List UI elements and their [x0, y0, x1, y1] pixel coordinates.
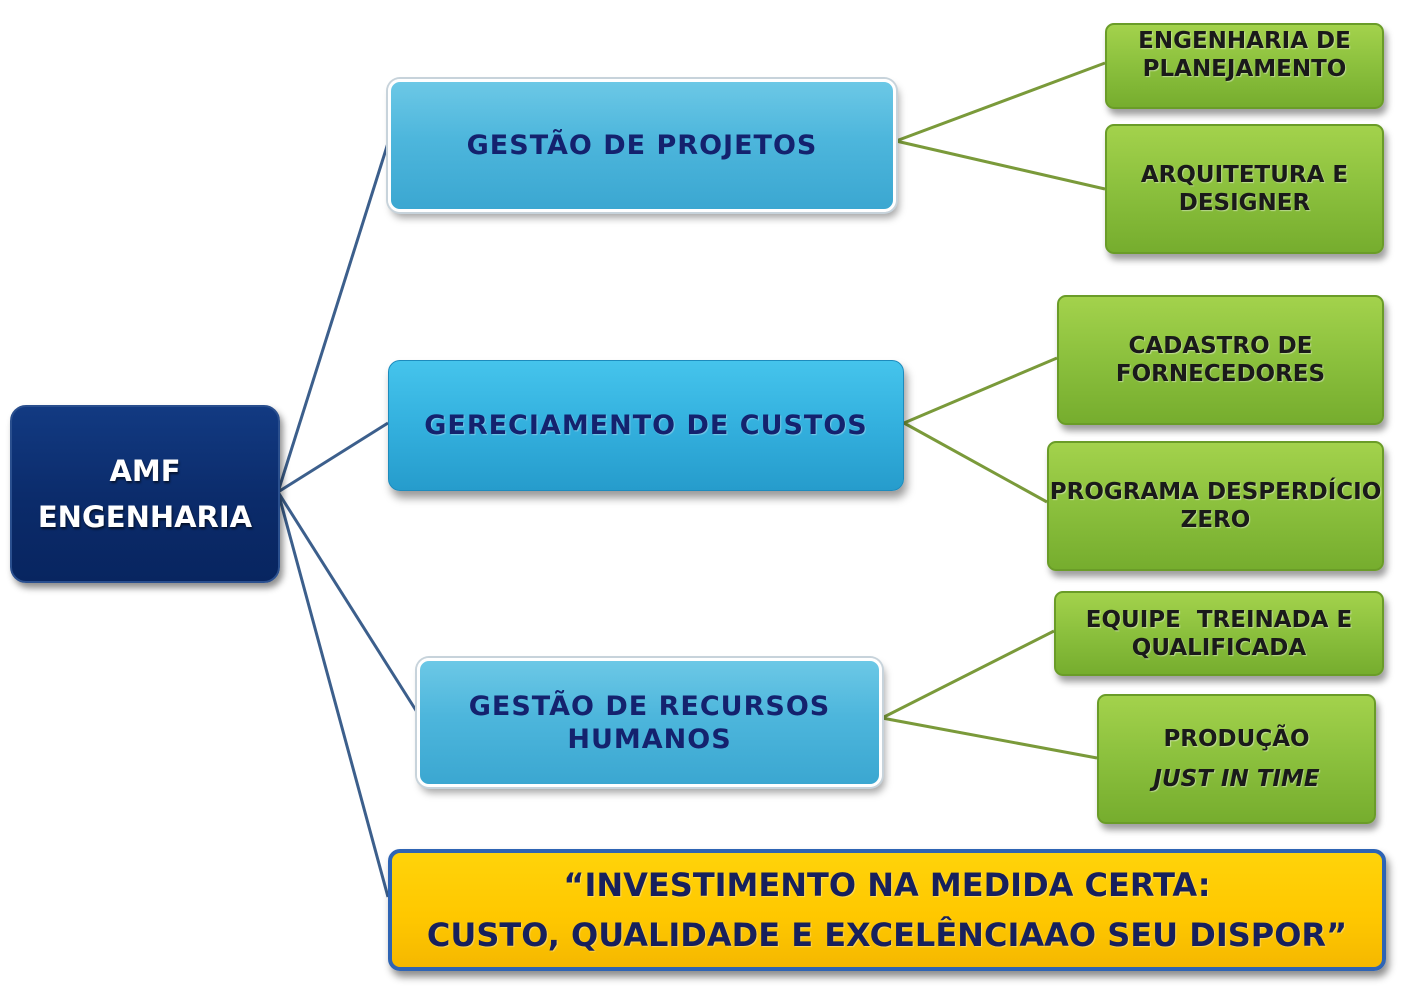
leaf-producao-line1: PRODUÇÃO [1163, 726, 1310, 752]
root-node-line1: AMF [109, 454, 181, 488]
leaf-equipe-line2: QUALIFICADA [1131, 634, 1307, 661]
connector-rh-equipe [881, 629, 1055, 720]
leaf-equipe-treinada-e-qualificada: EQUIPE TREINADA E QUALIFICADA [1054, 591, 1384, 676]
motto-line1: “INVESTIMENTO NA MEDIDA CERTA: [563, 866, 1211, 904]
motto-banner: “INVESTIMENTO NA MEDIDA CERTA: CUSTO, QU… [388, 849, 1386, 971]
branch-projetos-label: GESTÃO DE PROJETOS [466, 130, 818, 161]
motto-line2: CUSTO, QUALIDADE E EXCELÊNCIAAO SEU DISP… [426, 916, 1348, 954]
connector-custos-desperdicio [903, 421, 1048, 504]
connector-projetos-arquitetura [895, 139, 1106, 191]
connector-projetos-planejamento [895, 61, 1106, 143]
connector-rh-producao [881, 716, 1098, 760]
connector-root-custos [277, 421, 389, 494]
leaf-desperdicio-line2: ZERO [1180, 507, 1251, 533]
branch-gereciamento-de-custos: GERECIAMENTO DE CUSTOS [388, 360, 904, 491]
root-node-line2: ENGENHARIA [37, 500, 253, 534]
leaf-producao-line2: JUST IN TIME [1153, 766, 1320, 792]
leaf-planejamento-line1: ENGENHARIA DE [1138, 28, 1351, 54]
leaf-equipe-line1: EQUIPE TREINADA E [1085, 606, 1353, 633]
branch-rh-line1: GESTÃO DE RECURSOS [468, 690, 831, 722]
root-node-amf-engenharia: AMF ENGENHARIA [10, 405, 280, 583]
leaf-arquitetura-line1: ARQUITETURA E [1140, 162, 1349, 188]
branch-gestao-de-projetos: GESTÃO DE PROJETOS [388, 79, 896, 212]
leaf-engenharia-de-planejamento: ENGENHARIA DE PLANEJAMENTO [1105, 23, 1384, 109]
branch-rh-line2: HUMANOS [567, 723, 732, 755]
leaf-desperdicio-line1: PROGRAMA DESPERDÍCIO [1049, 479, 1382, 505]
leaf-cadastro-line2: FORNECEDORES [1115, 361, 1326, 387]
leaf-arquitetura-line2: DESIGNER [1178, 190, 1311, 216]
connector-custos-cadastro [903, 356, 1058, 425]
leaf-arquitetura-e-designer: ARQUITETURA E DESIGNER [1105, 124, 1384, 254]
branch-custos-label: GERECIAMENTO DE CUSTOS [424, 410, 868, 441]
leaf-programa-desperdicio-zero: PROGRAMA DESPERDÍCIO ZERO [1047, 441, 1384, 571]
leaf-cadastro-line1: CADASTRO DE [1128, 333, 1313, 359]
connector-root-rh [276, 491, 419, 713]
connector-root-projetos [276, 142, 390, 493]
leaf-planejamento-line2: PLANEJAMENTO [1142, 56, 1347, 82]
branch-gestao-de-recursos-humanos: GESTÃO DE RECURSOS HUMANOS [417, 658, 882, 787]
leaf-cadastro-de-fornecedores: CADASTRO DE FORNECEDORES [1057, 295, 1384, 425]
leaf-producao-just-in-time: PRODUÇÃO JUST IN TIME [1097, 694, 1376, 824]
connector-root-motto [276, 491, 390, 898]
